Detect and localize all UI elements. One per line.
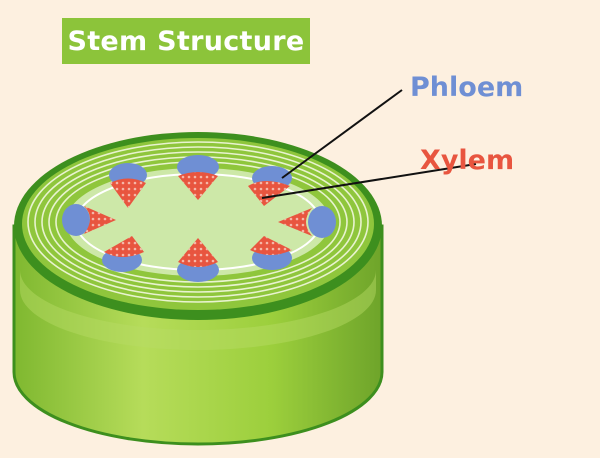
vascular-bundle — [248, 166, 292, 206]
vascular-bundle — [62, 204, 116, 236]
phloem-label: Phloem — [410, 72, 524, 103]
vascular-bundle — [177, 155, 219, 200]
xylem-pointer-line — [261, 163, 477, 199]
vascular-bundle — [102, 236, 144, 272]
diagram-title: Stem Structure — [67, 25, 305, 57]
vascular-bundle — [109, 163, 147, 208]
title-banner: Stem Structure — [62, 18, 310, 64]
vascular-bundles — [62, 155, 336, 282]
vascular-bundle — [177, 238, 219, 282]
xylem-label: Xylem — [420, 145, 515, 176]
vascular-bundle — [278, 206, 336, 238]
stem-side-shade — [20, 270, 376, 350]
vascular-bundle — [250, 236, 292, 270]
phloem-pointer-line — [281, 89, 403, 179]
